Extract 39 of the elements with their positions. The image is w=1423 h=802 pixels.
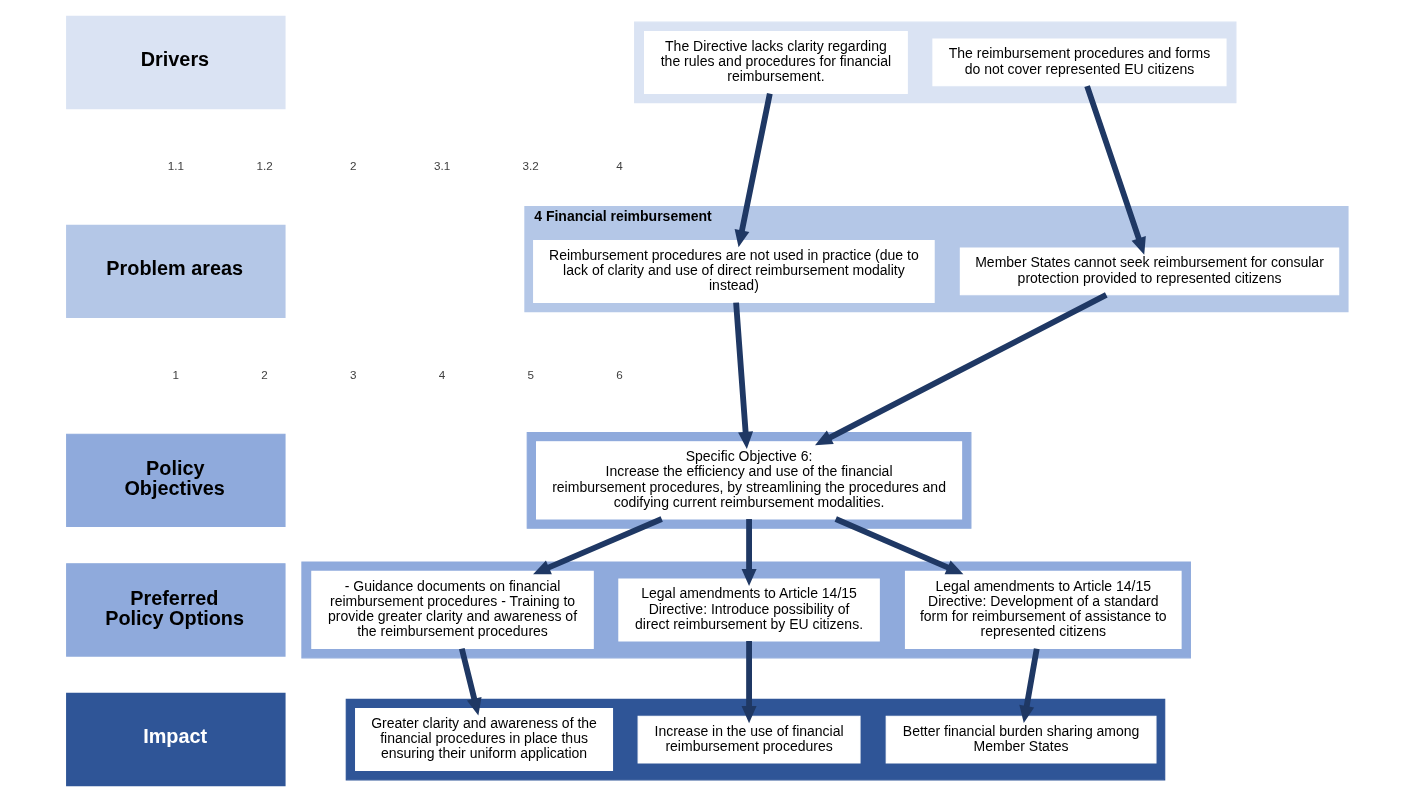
label: 4	[438, 367, 445, 381]
node-box: The reimbursement procedures and forms do not cover represented EU citizens	[931, 38, 1227, 87]
label: 1.2	[255, 158, 273, 172]
label: 3.2	[522, 158, 539, 172]
arrow	[732, 302, 753, 450]
label: 6	[615, 367, 623, 381]
node-box: Better financial burden sharing among Member States	[885, 715, 1157, 764]
arrow	[734, 93, 773, 248]
label: 1.1	[167, 158, 184, 172]
node-box: Greater clarity and awareness of the financial procedures in place thus ensuring their uniform application	[354, 708, 613, 772]
label: 2	[260, 367, 268, 381]
label: 3	[349, 367, 357, 381]
node-box: Increase in the use of financial reimbursement procedures	[637, 715, 861, 764]
label: 5	[527, 367, 534, 381]
node-box: Legal amendments to Article 14/15 Directive: Introduce possibility of direct reimbursement by EU citizens.	[617, 578, 880, 642]
cluster	[633, 21, 1236, 104]
label: 1	[172, 367, 179, 381]
arrow	[834, 516, 963, 575]
node-box: Policy Objectives	[65, 433, 286, 528]
node-box: Specific Objective 6: Increase the efficiency and use of the financial reimbursement procedures, by streamlining the procedures and codifying current reimbursement modalities.	[535, 441, 962, 520]
label: 3.1	[433, 158, 450, 172]
node-box: Impact	[65, 692, 286, 787]
arrow	[814, 292, 1108, 446]
arrow	[458, 647, 482, 716]
node-box: The Directive lacks clarity regarding the rules and procedures for financial reimbursement.	[643, 30, 908, 94]
arrow	[1018, 648, 1040, 724]
node-box: - Guidance documents on financial reimbursement procedures - Training to provide greater clarity and awareness of the reimbursement procedures	[310, 570, 594, 650]
node-box: Member States cannot seek reimbursement for consular protection provided to represented citizens	[959, 247, 1339, 296]
node-box: Preferred Policy Options	[65, 563, 286, 657]
node-box: Problem areas	[65, 224, 286, 319]
node-box: Drivers	[65, 15, 286, 110]
node-box: Legal amendments to Article 14/15 Directive: Development of a standard form for reimbursement of assistance to represented citizens	[904, 570, 1182, 650]
arrow	[741, 641, 757, 724]
label: 2	[349, 158, 357, 172]
node-box: Reimbursement procedures are not used in practice (due to lack of clarity and use of direct reimbursement modality instead)	[532, 239, 935, 303]
arrow	[741, 519, 757, 587]
arrow	[1083, 85, 1146, 255]
arrow	[532, 516, 663, 575]
label: 4	[615, 158, 623, 172]
